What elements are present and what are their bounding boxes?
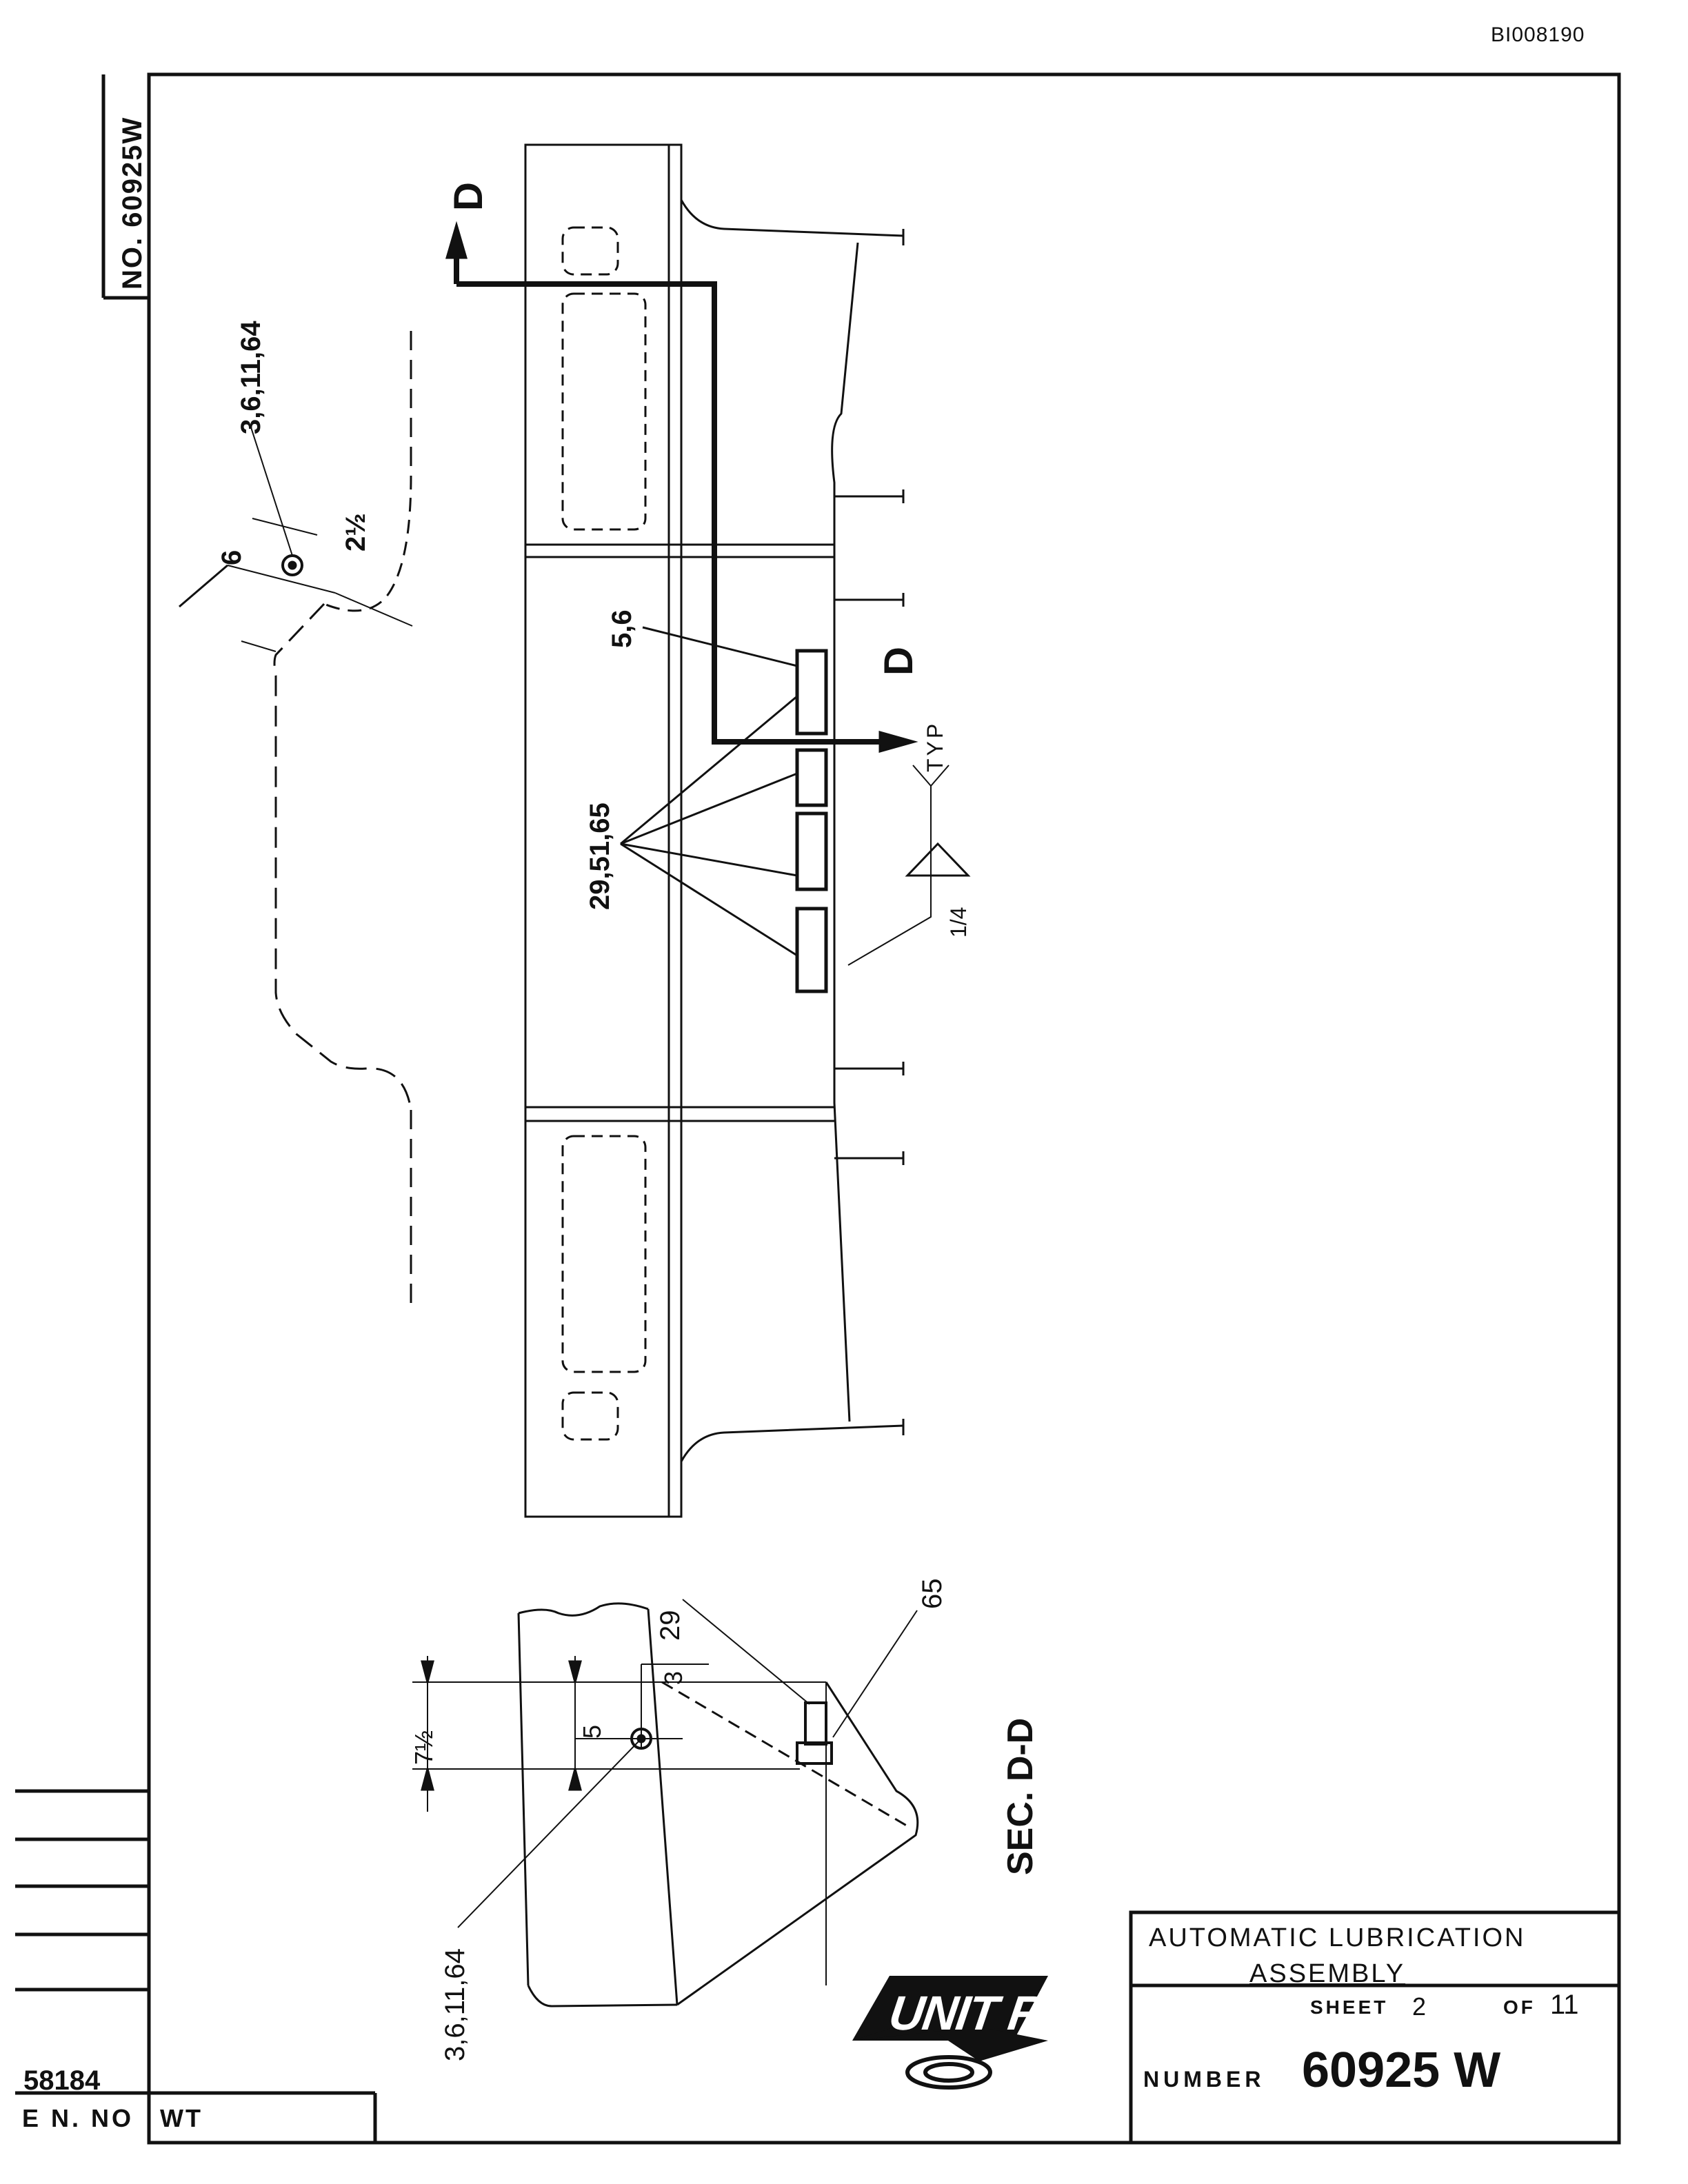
- title-line-2: ASSEMBLY: [1249, 1959, 1406, 1988]
- section-marker-top: D: [446, 182, 491, 211]
- callout-5-6-label: 5,6: [607, 609, 637, 648]
- frame-main-view: [445, 143, 971, 1518]
- sheet-label: SHEET: [1310, 1996, 1389, 2018]
- weld-size-label: 1/4: [946, 907, 971, 938]
- document-id: BI008190: [1491, 23, 1585, 46]
- drawing-border: [147, 72, 1621, 2145]
- title-block: [1129, 1910, 1621, 2145]
- sec-callout-65-label: 65: [917, 1578, 947, 1610]
- section-title: SEC. D-D: [1001, 1717, 1041, 1875]
- detail-view: [179, 331, 413, 1310]
- number-label: NUMBER: [1143, 2067, 1265, 2092]
- dim-2-half-label: 2½: [341, 513, 371, 552]
- detail-callout-label: 3,6,11,64: [236, 321, 266, 434]
- sec-dim-7-half-label: 7½: [410, 1730, 438, 1765]
- sec-dim-5-label: 5: [578, 1724, 606, 1739]
- sec-callout-3-6-11-64-label: 3,6,11,64: [440, 1948, 470, 2061]
- section-marker-mid: D: [876, 647, 921, 676]
- en-label: E N. NO: [22, 2104, 134, 2132]
- of-label: OF: [1503, 1996, 1536, 2018]
- wt-label: WT: [160, 2104, 203, 2132]
- sheet-number: 2: [1412, 1992, 1427, 2021]
- callout-29-51-65-label: 29,51,65: [585, 802, 615, 910]
- en-number: 58184: [23, 2065, 101, 2096]
- side-drawing-number: NO. 60925W: [117, 116, 148, 290]
- sheet-total: 11: [1550, 1990, 1579, 2020]
- sec-callout-29-label: 29: [655, 1610, 685, 1641]
- unit-rig-logo: [852, 1976, 1048, 2090]
- logo-text: UNIT RIG: [885, 1986, 1094, 2040]
- drawing-number: 60925 W: [1302, 2043, 1501, 2098]
- typ-label: TYP: [923, 720, 947, 772]
- section-d-d-view: [412, 1599, 919, 2008]
- sec-dim-3-label: 3: [659, 1670, 687, 1685]
- dim-6-label: 6: [217, 549, 247, 565]
- title-line-1: AUTOMATIC LUBRICATION: [1149, 1923, 1526, 1952]
